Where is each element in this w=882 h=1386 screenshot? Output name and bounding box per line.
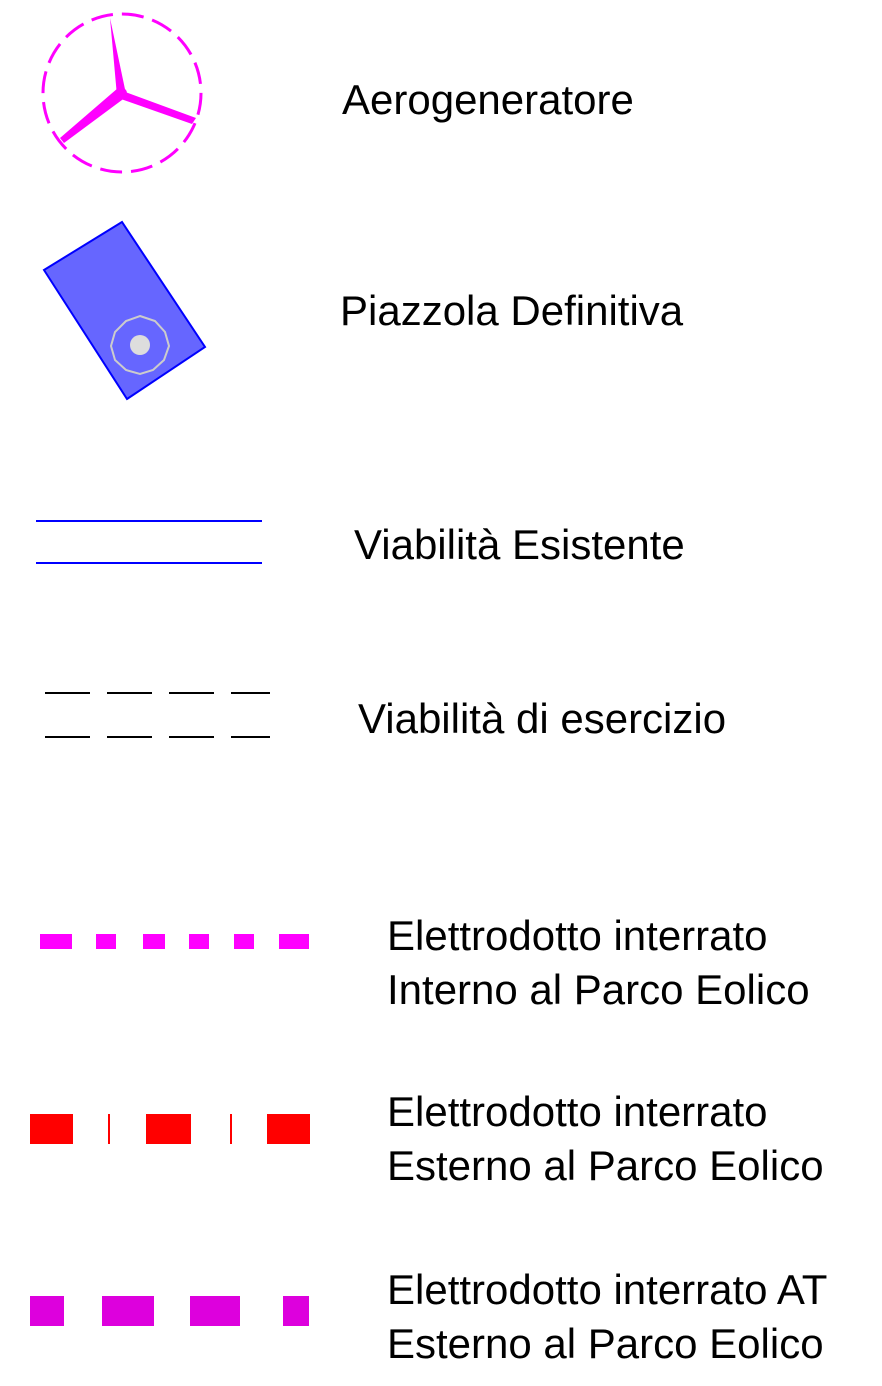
legend-label-line: Esterno al Parco Eolico bbox=[387, 1320, 824, 1367]
legend-label-existing-road: Viabilità Esistente bbox=[354, 518, 685, 572]
legend-label-platform: Piazzola Definitiva bbox=[340, 284, 683, 338]
external-cable-icon bbox=[30, 1114, 310, 1144]
legend-label-line: Aerogeneratore bbox=[342, 76, 634, 123]
legend-label-service-road: Viabilità di esercizio bbox=[358, 692, 726, 746]
legend-label-external-cable: Elettrodotto interrato Esterno al Parco … bbox=[387, 1085, 824, 1193]
existing-road-icon bbox=[36, 520, 262, 564]
legend-label-line: Interno al Parco Eolico bbox=[387, 966, 810, 1013]
service-road-icon bbox=[45, 692, 270, 738]
wind-turbine-icon bbox=[41, 12, 203, 174]
legend-label-line: Esterno al Parco Eolico bbox=[387, 1142, 824, 1189]
legend-label-internal-cable: Elettrodotto interrato Interno al Parco … bbox=[387, 909, 810, 1017]
legend-label-wind-turbine: Aerogeneratore bbox=[342, 73, 634, 127]
internal-cable-icon bbox=[40, 934, 309, 949]
platform-icon bbox=[42, 220, 207, 401]
external-at-cable-icon bbox=[30, 1296, 309, 1326]
legend-label-line: Viabilità Esistente bbox=[354, 521, 685, 568]
legend-label-line: Viabilità di esercizio bbox=[358, 695, 727, 742]
legend-label-line: Elettrodotto interrato bbox=[387, 1088, 768, 1135]
legend-label-line: Piazzola Definitiva bbox=[340, 287, 684, 334]
legend-label-external-at-cable: Elettrodotto interrato AT Esterno al Par… bbox=[387, 1263, 827, 1371]
legend-label-line: Elettrodotto interrato AT bbox=[387, 1266, 828, 1313]
legend-label-line: Elettrodotto interrato bbox=[387, 912, 768, 959]
